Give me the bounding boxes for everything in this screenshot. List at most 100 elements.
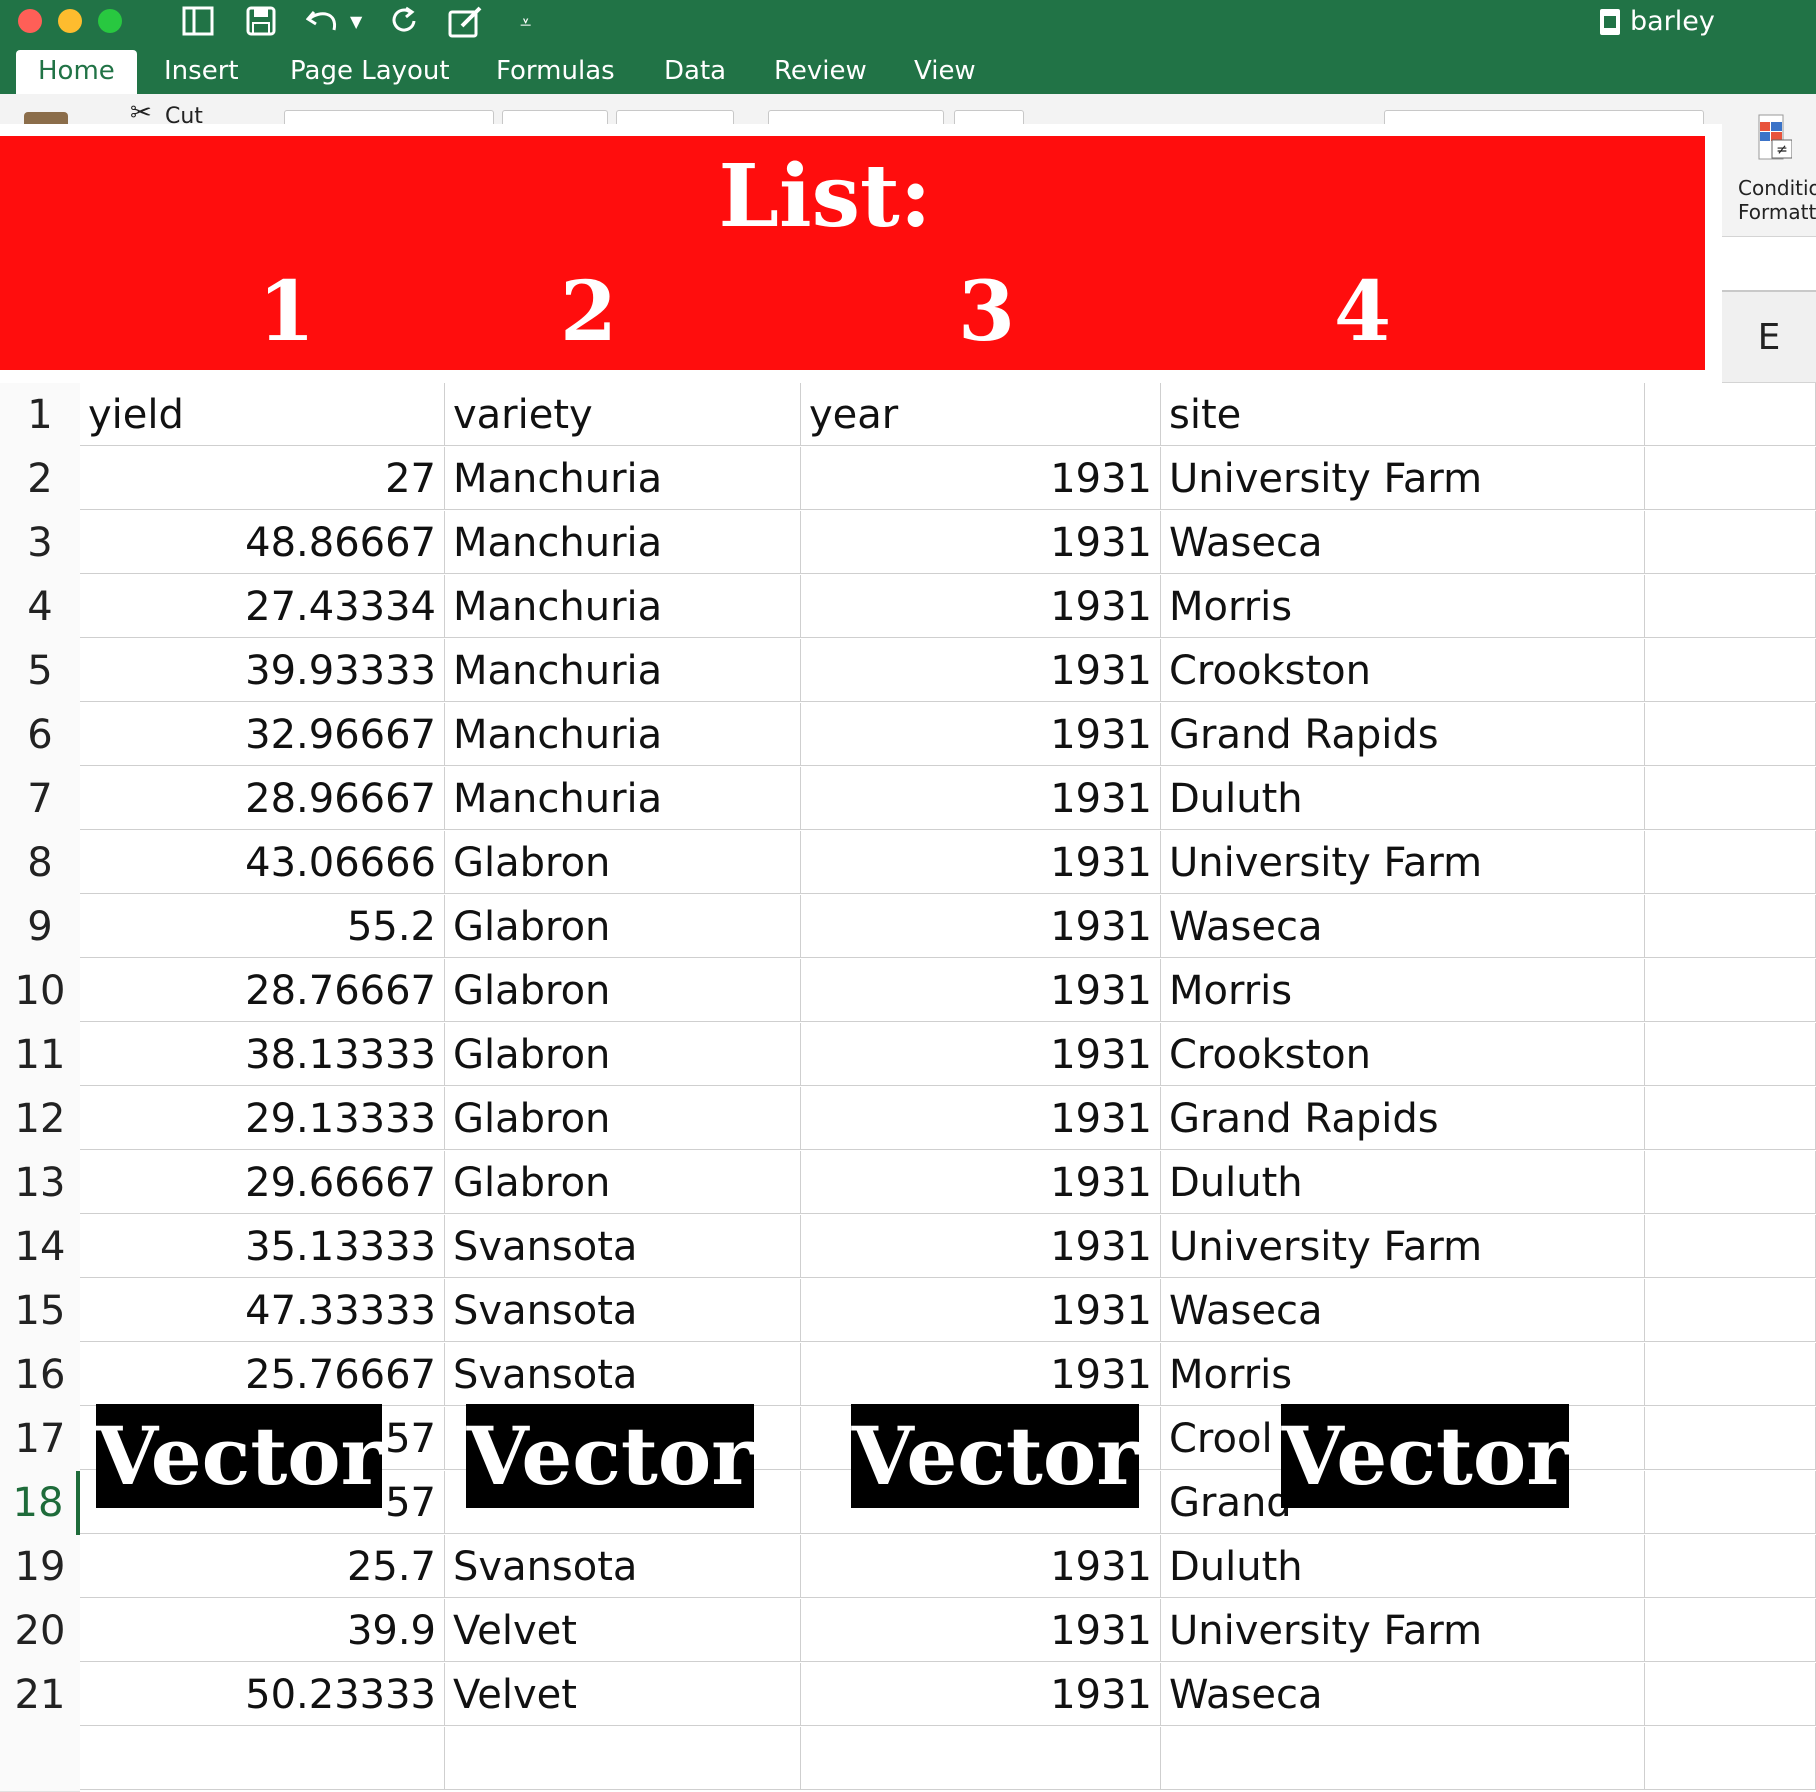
cell-yield[interactable]: 39.9 (80, 1599, 445, 1662)
cell-year[interactable]: 1931 (801, 1279, 1161, 1342)
cell-variety[interactable]: Glabron (445, 959, 801, 1022)
undo-dropdown-icon[interactable]: ▼ (350, 12, 363, 31)
row-header[interactable]: 3 (0, 511, 80, 576)
number-format-box[interactable] (1384, 110, 1704, 124)
cell-site[interactable]: Grand Rapids (1161, 1087, 1645, 1150)
cell-empty[interactable] (1645, 639, 1816, 702)
cell-variety[interactable]: Svansota (445, 1535, 801, 1598)
cell-year[interactable]: 1931 (801, 831, 1161, 894)
cell-yield[interactable]: 27 (80, 447, 445, 510)
cell-year[interactable] (801, 1471, 1161, 1534)
row-header[interactable]: 15 (0, 1279, 80, 1344)
cell-variety[interactable]: Manchuria (445, 767, 801, 830)
row-header[interactable]: 13 (0, 1151, 80, 1216)
cell-site[interactable]: Morris (1161, 959, 1645, 1022)
cell-empty[interactable] (1645, 1599, 1816, 1662)
cell-variety[interactable]: Glabron (445, 895, 801, 958)
cell-empty[interactable] (1645, 703, 1816, 766)
row-header[interactable]: 4 (0, 575, 80, 640)
cell-year[interactable]: 1931 (801, 511, 1161, 574)
row-header[interactable]: 8 (0, 831, 80, 896)
cell-empty[interactable] (1645, 1023, 1816, 1086)
cell-year[interactable]: 1931 (801, 447, 1161, 510)
close-window-button[interactable] (18, 9, 42, 33)
cell-empty[interactable] (1645, 1663, 1816, 1726)
cell-empty[interactable] (1645, 1343, 1816, 1406)
cell-empty[interactable] (1645, 1535, 1816, 1598)
row-header[interactable]: 2 (0, 447, 80, 512)
tab-view[interactable]: View (914, 56, 976, 86)
cell-empty[interactable] (1645, 895, 1816, 958)
cell-site[interactable]: University Farm (1161, 447, 1645, 510)
cell-yield[interactable]: 43.06666 (80, 831, 445, 894)
tab-data[interactable]: Data (664, 56, 727, 86)
cell-yield[interactable]: 35.13333 (80, 1215, 445, 1278)
cell-variety[interactable]: Manchuria (445, 703, 801, 766)
row-header[interactable]: 11 (0, 1023, 80, 1088)
row-header[interactable]: 18 (0, 1471, 80, 1536)
row-header[interactable]: 20 (0, 1599, 80, 1664)
cell-empty[interactable] (1645, 831, 1816, 894)
cell-site[interactable]: Grand (1161, 1471, 1645, 1534)
cell-yield[interactable]: 50.23333 (80, 1663, 445, 1726)
cell-site[interactable]: Crookston (1161, 1023, 1645, 1086)
cell-site[interactable]: Waseca (1161, 511, 1645, 574)
cell-year[interactable]: 1931 (801, 1599, 1161, 1662)
cell-empty[interactable] (1645, 1279, 1816, 1342)
paste-icon[interactable] (24, 112, 68, 124)
font-name-box[interactable] (284, 110, 494, 124)
cell-empty[interactable] (1645, 767, 1816, 830)
cell-yield[interactable]: 47.33333 (80, 1279, 445, 1342)
cell-empty[interactable] (1645, 1087, 1816, 1150)
cell-yield[interactable]: 25.76667 (80, 1343, 445, 1406)
cell-site[interactable]: Waseca (1161, 1279, 1645, 1342)
cell-empty[interactable] (1645, 1215, 1816, 1278)
cell-site[interactable]: Duluth (1161, 1535, 1645, 1598)
cell-site[interactable]: University Farm (1161, 831, 1645, 894)
cell-variety[interactable] (445, 1471, 801, 1534)
cell-site[interactable]: University Farm (1161, 1599, 1645, 1662)
row-header[interactable]: 10 (0, 959, 80, 1024)
cell-year[interactable]: 1931 (801, 1087, 1161, 1150)
cell-yield[interactable]: 32.96667 (80, 703, 445, 766)
cell-year[interactable]: 1931 (801, 703, 1161, 766)
cell-yield[interactable]: 25.7 (80, 1535, 445, 1598)
tab-formulas[interactable]: Formulas (496, 56, 615, 86)
cell-site[interactable]: Grand Rapids (1161, 703, 1645, 766)
cell-yield[interactable]: 29.13333 (80, 1087, 445, 1150)
cell-yield[interactable]: 48.86667 (80, 511, 445, 574)
row-header[interactable]: 21 (0, 1663, 80, 1728)
sidebar-icon[interactable] (182, 6, 214, 43)
cell-variety[interactable]: variety (445, 383, 801, 446)
row-header[interactable]: 9 (0, 895, 80, 960)
cell-site[interactable]: Waseca (1161, 1663, 1645, 1726)
row-header[interactable]: 16 (0, 1343, 80, 1408)
cell-yield[interactable]: yield (80, 383, 445, 446)
cell-yield[interactable]: 28.76667 (80, 959, 445, 1022)
font-size-box[interactable] (502, 110, 608, 124)
cell-empty[interactable] (1645, 575, 1816, 638)
cell-year[interactable]: 1931 (801, 1215, 1161, 1278)
cell-variety[interactable]: Glabron (445, 1023, 801, 1086)
redo-icon[interactable] (390, 6, 420, 43)
cell-variety[interactable]: Manchuria (445, 575, 801, 638)
cell-site[interactable]: Duluth (1161, 767, 1645, 830)
cell-year[interactable]: 1931 (801, 639, 1161, 702)
cell-empty[interactable] (1645, 383, 1816, 446)
cell-year[interactable]: year (801, 383, 1161, 446)
cell-yield[interactable]: 55.2 (80, 895, 445, 958)
row-header[interactable]: 6 (0, 703, 80, 768)
cell-variety[interactable]: Glabron (445, 831, 801, 894)
row-header[interactable]: 5 (0, 639, 80, 704)
cell-empty[interactable] (1645, 1151, 1816, 1214)
cell-site[interactable]: Waseca (1161, 895, 1645, 958)
cell-year[interactable]: 1931 (801, 1151, 1161, 1214)
cell-variety[interactable]: Manchuria (445, 447, 801, 510)
tab-home[interactable]: Home (16, 50, 137, 94)
cell-site[interactable]: Morris (1161, 1343, 1645, 1406)
cell-empty[interactable] (1645, 959, 1816, 1022)
row-header[interactable]: 12 (0, 1087, 80, 1152)
cell-empty[interactable] (801, 1727, 1161, 1790)
cell-variety[interactable]: Svansota (445, 1279, 801, 1342)
